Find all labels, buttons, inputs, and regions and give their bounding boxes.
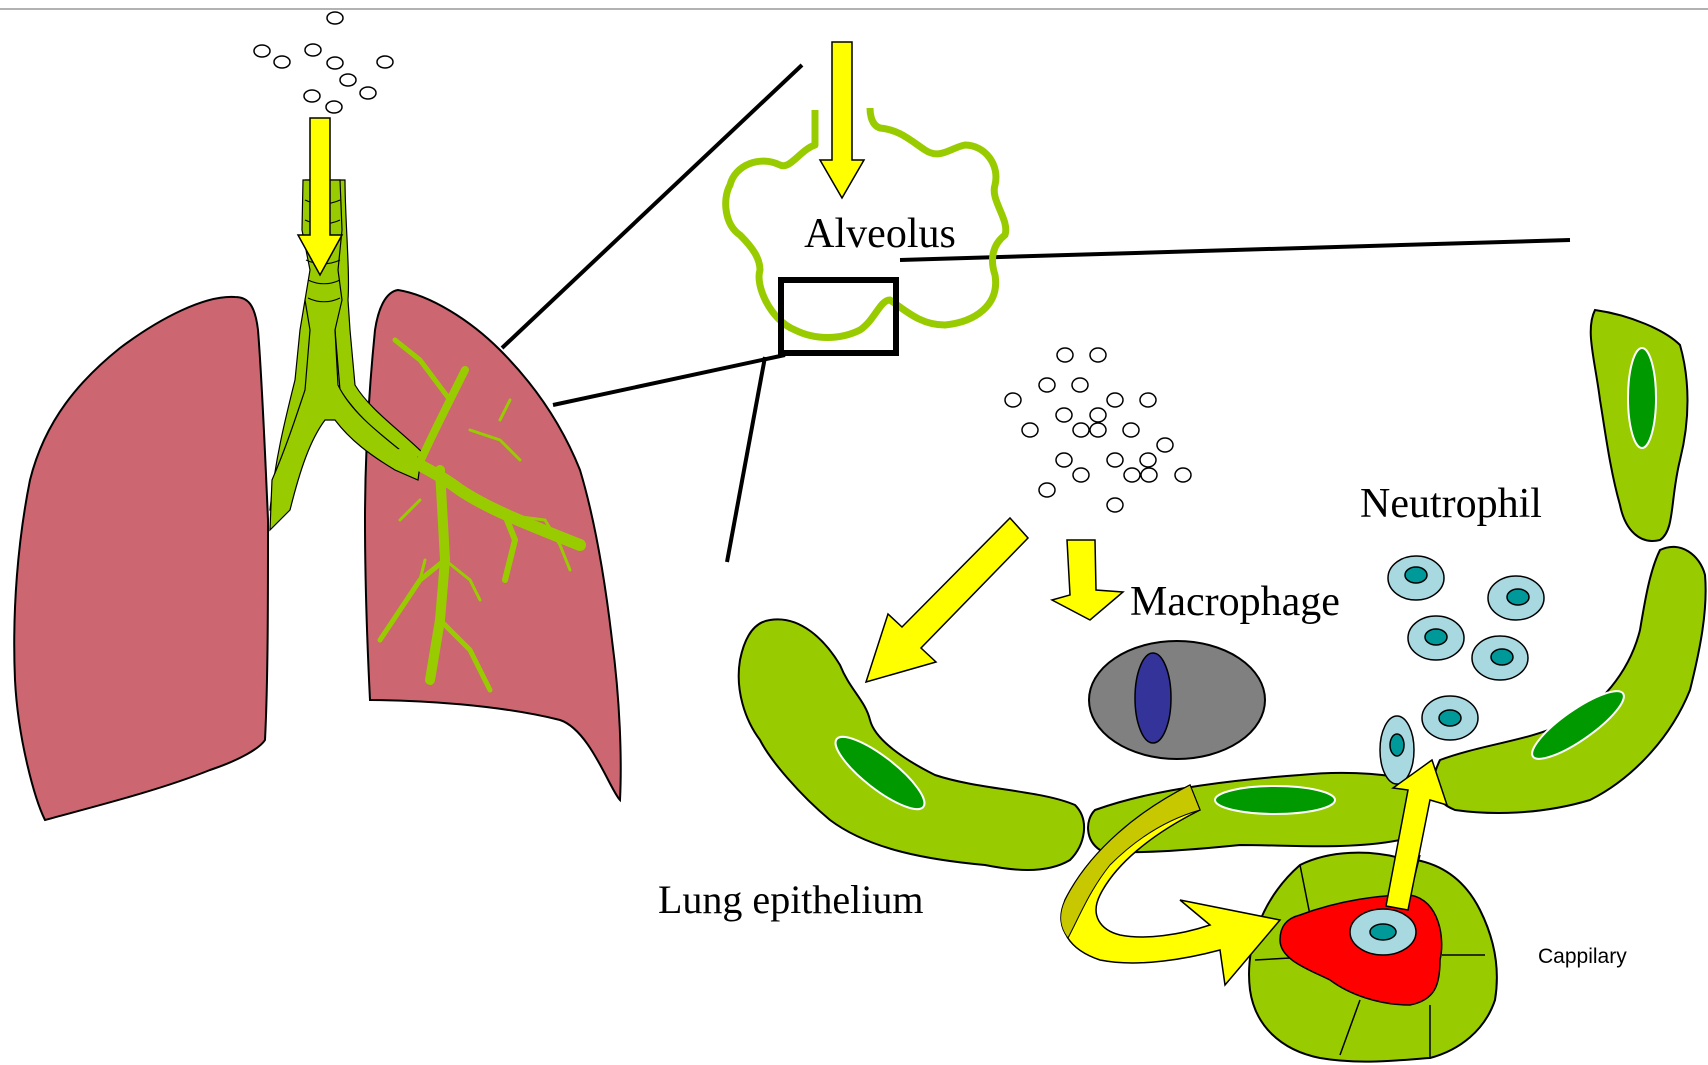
left-lung: [14, 297, 268, 820]
neutrophil: [1408, 616, 1464, 660]
zoom-box: [781, 280, 896, 353]
alveolus-label: Alveolus: [804, 211, 956, 257]
neutrophil: [1488, 576, 1544, 620]
epithelial-nucleus-right-upper: [1628, 348, 1656, 448]
neutrophil: [1388, 556, 1444, 600]
alveolus: Alveolus: [726, 42, 1006, 353]
arrow-into-alveolus: [820, 42, 864, 198]
macrophage-body: [1089, 641, 1265, 759]
macrophage-label: Macrophage: [1130, 579, 1340, 625]
inhaled-particles: [254, 12, 393, 113]
capillary: [1249, 853, 1497, 1062]
neutrophil: [1472, 636, 1528, 680]
macrophage: [1089, 641, 1265, 759]
capillary-label: Cappilary: [1538, 945, 1627, 968]
arrow-to-macrophage: [1052, 540, 1123, 620]
macrophage-nucleus: [1135, 653, 1171, 743]
neutrophil: [1422, 696, 1478, 740]
arrow-to-epithelium: [866, 518, 1028, 682]
lungs: [14, 12, 620, 820]
epithelial-nucleus-middle: [1215, 786, 1335, 814]
neutrophil-transmigrating: [1380, 716, 1414, 784]
neutrophil-label: Neutrophil: [1360, 481, 1542, 527]
epithelial-cell-right-lower: [1434, 547, 1706, 813]
alveolar-particles: [1005, 348, 1191, 512]
lung-epithelium-label: Lung epithelium: [658, 877, 924, 922]
neutrophil-in-capillary: [1350, 909, 1416, 955]
